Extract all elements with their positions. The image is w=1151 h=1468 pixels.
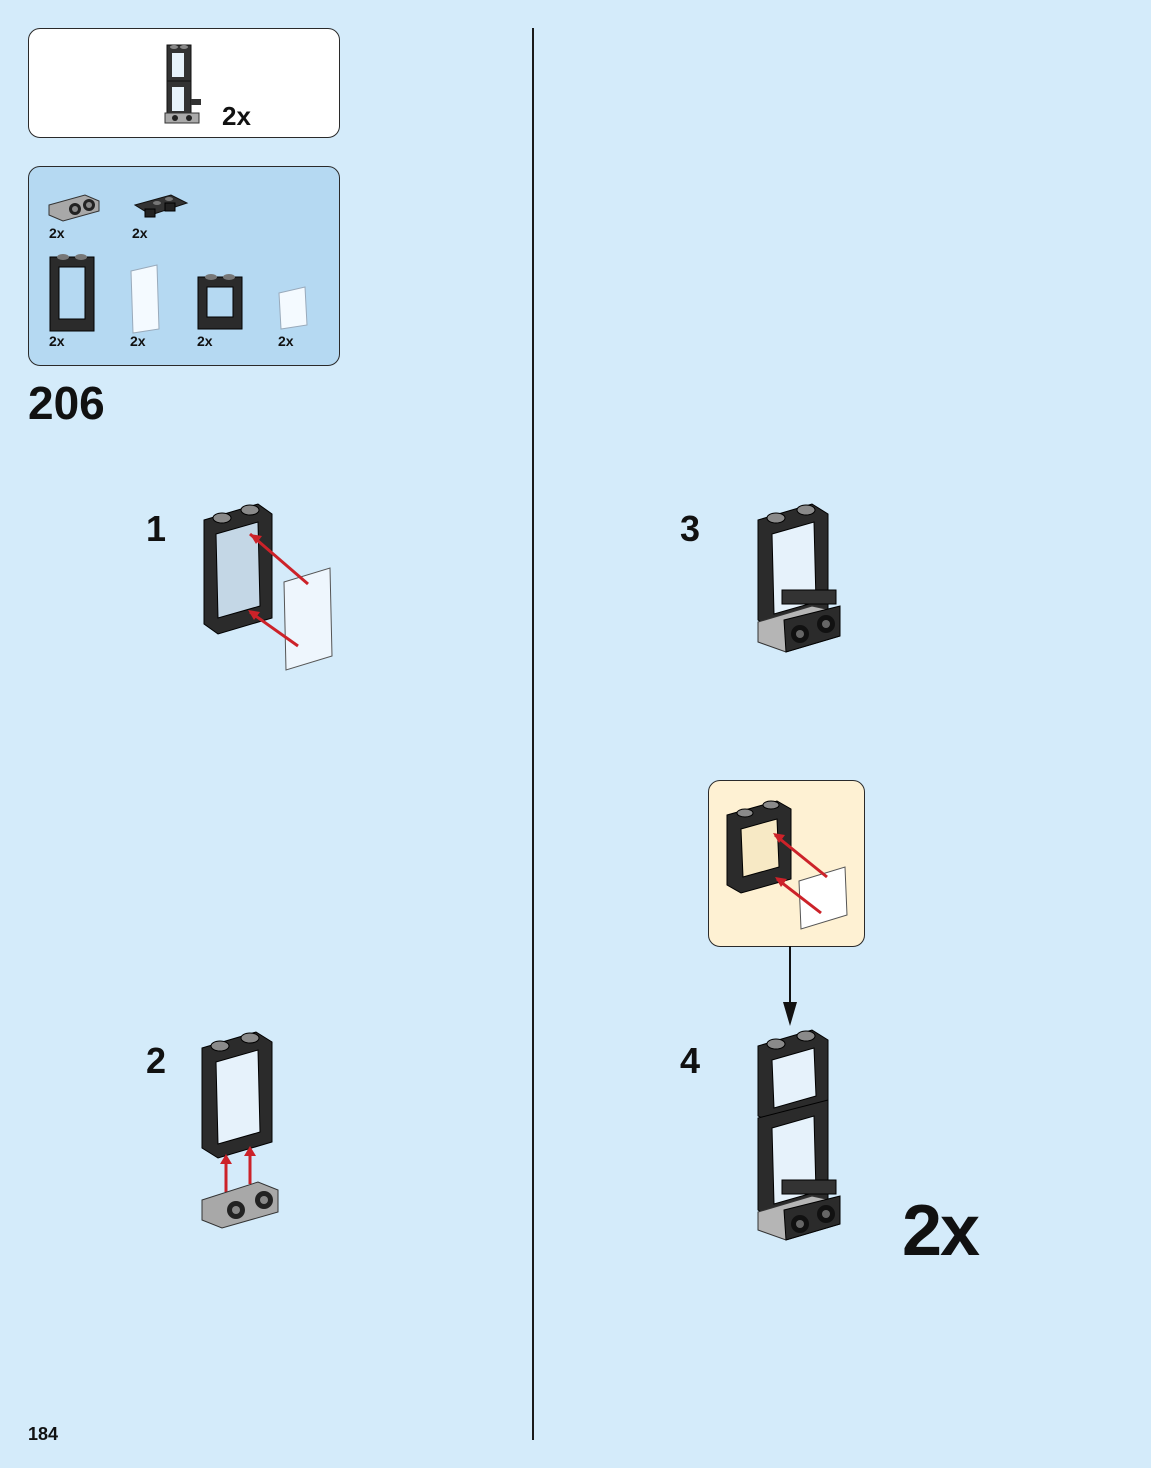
substep-3-illustration [757,503,841,653]
substep-number: 1 [146,508,167,549]
step-number: 206 [28,377,105,429]
final-quantity: 2x [902,1191,980,1271]
part-quantity: 2x [278,333,294,349]
part-quantity: 2x [49,333,65,349]
callout-illustration [726,800,848,930]
down-arrow-icon [783,946,797,1026]
part-quantity: 2x [132,225,148,241]
substep-4-illustration [757,1029,841,1241]
substep-number: 4 [680,1040,701,1081]
substep-number: 2 [146,1040,167,1081]
subassembly-box: 2x [28,28,340,138]
plate-with-brackets-icon [48,194,100,222]
part-quantity: 2x [49,225,65,241]
plate-with-clips-icon [133,194,189,218]
tall-window-frame-icon [49,254,95,332]
part-quantity: 2x [130,333,146,349]
subassembly-preview-icon [164,44,201,124]
short-glass-pane-icon [278,286,308,330]
page-number: 184 [28,1424,59,1444]
short-window-frame-icon [197,274,243,330]
subassembly-quantity: 2x [222,101,251,131]
part-quantity: 2x [197,333,213,349]
callout-box [708,780,865,947]
substep-number: 3 [680,508,701,549]
substep-1-illustration [203,503,333,671]
column-divider [532,28,534,1440]
parts-list-box: 2x 2x 2x 2x 2x 2x [28,166,340,366]
tall-glass-pane-icon [130,264,160,334]
substep-2-illustration [201,1031,279,1229]
